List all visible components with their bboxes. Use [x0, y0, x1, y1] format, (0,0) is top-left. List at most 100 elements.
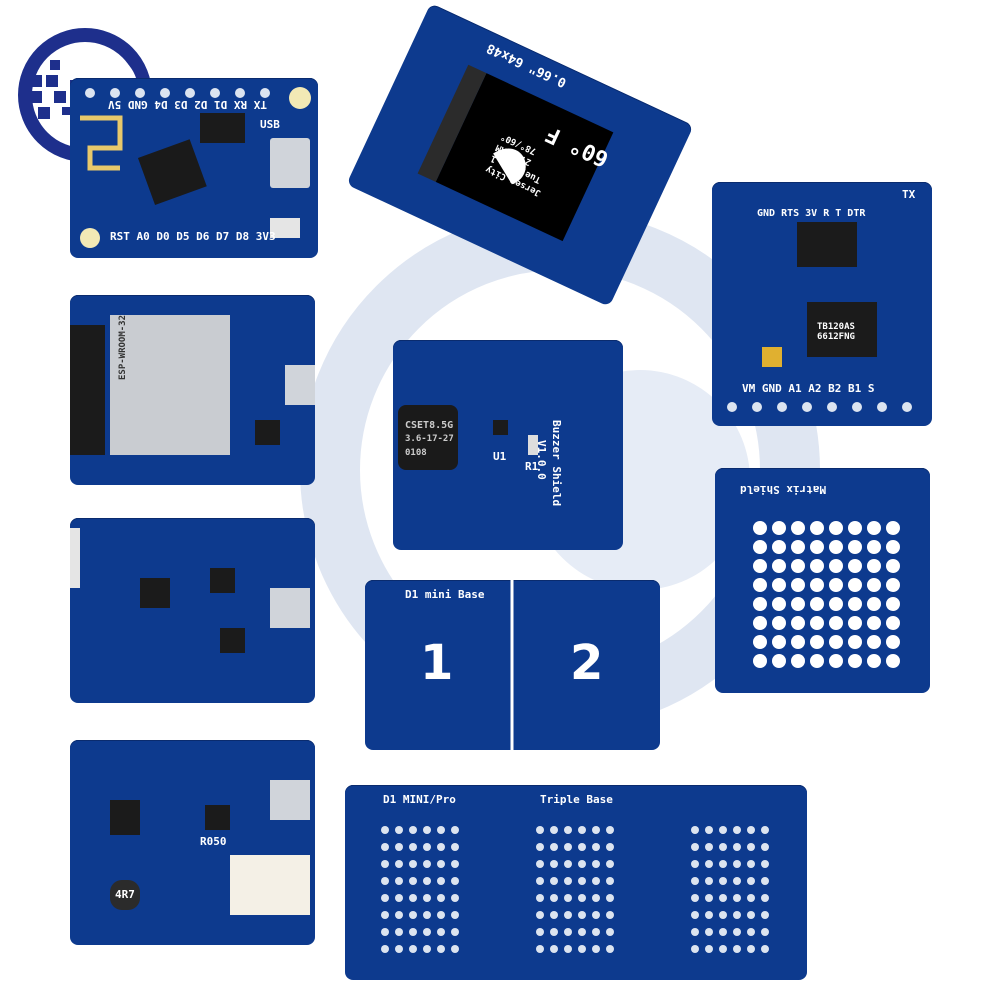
- proto-hole: [536, 877, 544, 885]
- matrix-led: [810, 559, 824, 573]
- matrix-led: [810, 635, 824, 649]
- proto-hole: [437, 911, 445, 919]
- matrix-led: [829, 521, 843, 535]
- wifi-module-board: [70, 518, 315, 703]
- proto-hole: [592, 826, 600, 834]
- proto-hole: [409, 843, 417, 851]
- proto-hole: [437, 945, 445, 953]
- matrix-led: [848, 578, 862, 592]
- proto-hole: [409, 928, 417, 936]
- proto-hole: [606, 911, 614, 919]
- proto-hole: [409, 945, 417, 953]
- proto-hole: [395, 894, 403, 902]
- matrix-led: [772, 616, 786, 630]
- proto-hole: [578, 928, 586, 936]
- buzzer-part-1: CSET8.5G: [405, 420, 454, 431]
- triple-title-mid: Triple Base: [540, 793, 613, 806]
- matrix-led: [867, 654, 881, 668]
- proto-hole: [747, 928, 755, 936]
- matrix-led: [848, 616, 862, 630]
- matrix-led: [848, 635, 862, 649]
- proto-hole: [691, 928, 699, 936]
- proto-hole: [592, 877, 600, 885]
- proto-hole: [733, 945, 741, 953]
- proto-hole: [592, 945, 600, 953]
- matrix-led: [753, 578, 767, 592]
- proto-hole: [381, 860, 389, 868]
- proto-hole: [381, 911, 389, 919]
- proto-hole: [395, 911, 403, 919]
- proto-hole: [747, 877, 755, 885]
- matrix-led: [886, 578, 900, 592]
- proto-hole: [451, 877, 459, 885]
- proto-hole: [747, 911, 755, 919]
- proto-hole: [705, 877, 713, 885]
- matrix-led: [829, 654, 843, 668]
- proto-hole: [691, 945, 699, 953]
- matrix-led: [829, 597, 843, 611]
- proto-hole: [592, 843, 600, 851]
- proto-hole: [381, 894, 389, 902]
- matrix-led: [867, 578, 881, 592]
- proto-hole: [578, 826, 586, 834]
- matrix-led: [829, 559, 843, 573]
- proto-hole: [606, 860, 614, 868]
- proto-hole: [451, 928, 459, 936]
- d1-mini-board: TX RX D1 D2 D3 D4 GND 5V RST A0 D0 D5 D6…: [70, 78, 318, 258]
- proto-hole: [578, 894, 586, 902]
- matrix-led: [886, 597, 900, 611]
- buzzer-part-2: 3.6-17-27: [405, 434, 454, 444]
- base-number-1: 1: [420, 635, 454, 691]
- esp32-module-label: ESP-WROOM-32: [118, 314, 128, 380]
- proto-hole: [564, 928, 572, 936]
- buzzer-graphic: [398, 405, 538, 470]
- buzzer-shield-board: CSET8.5G 3.6-17-27 0108 Buzzer Shield V1…: [393, 340, 623, 550]
- matrix-led: [886, 559, 900, 573]
- matrix-led: [772, 597, 786, 611]
- proto-hole: [395, 843, 403, 851]
- proto-hole: [705, 843, 713, 851]
- esp32-board: ESP-WROOM-32: [70, 295, 315, 485]
- matrix-led: [791, 559, 805, 573]
- matrix-led: [753, 521, 767, 535]
- battery-graphic: [110, 780, 310, 915]
- matrix-led: [772, 521, 786, 535]
- matrix-led: [772, 559, 786, 573]
- proto-hole: [536, 860, 544, 868]
- proto-hole: [705, 911, 713, 919]
- proto-hole: [550, 928, 558, 936]
- proto-hole: [733, 911, 741, 919]
- matrix-led: [810, 616, 824, 630]
- matrix-led: [791, 654, 805, 668]
- proto-hole: [536, 843, 544, 851]
- matrix-led: [886, 616, 900, 630]
- buzzer-part-3: 0108: [405, 448, 427, 458]
- matrix-led: [753, 540, 767, 554]
- proto-hole: [705, 945, 713, 953]
- matrix-led: [753, 597, 767, 611]
- proto-hole: [395, 928, 403, 936]
- proto-hole: [578, 860, 586, 868]
- proto-hole: [761, 945, 769, 953]
- proto-hole: [395, 860, 403, 868]
- proto-hole: [564, 843, 572, 851]
- proto-hole: [437, 860, 445, 868]
- proto-hole: [437, 826, 445, 834]
- matrix-led: [810, 654, 824, 668]
- motor-mid-labels: GND RTS 3V R T DTR: [757, 208, 866, 219]
- proto-hole: [761, 928, 769, 936]
- wifi-module-graphic: [70, 528, 310, 653]
- matrix-led: [753, 559, 767, 573]
- base-number-2: 2: [570, 635, 604, 691]
- proto-hole: [564, 894, 572, 902]
- proto-hole: [578, 911, 586, 919]
- matrix-led-grid: [753, 521, 900, 668]
- proto-hole: [733, 860, 741, 868]
- matrix-led: [829, 616, 843, 630]
- proto-hole: [606, 877, 614, 885]
- proto-hole: [536, 945, 544, 953]
- proto-hole: [536, 826, 544, 834]
- proto-hole: [437, 843, 445, 851]
- matrix-led: [772, 635, 786, 649]
- motor-bottom-labels: VM GND A1 A2 B2 B1 S: [742, 382, 875, 395]
